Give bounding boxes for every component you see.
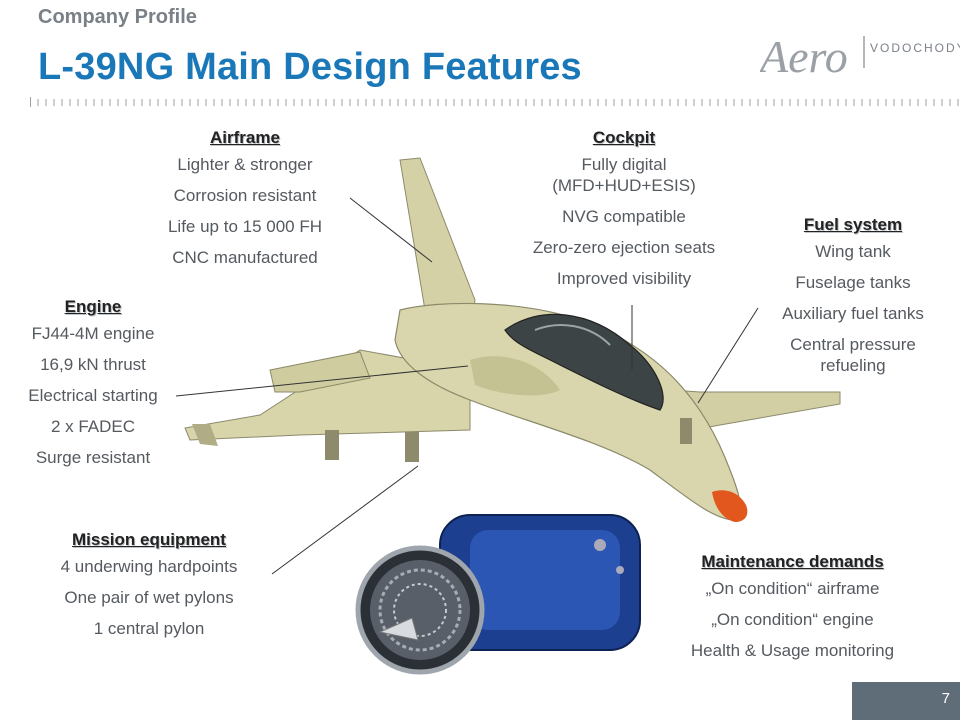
feature-item: Fully digital (MFD+HUD+ESIS) <box>552 155 696 195</box>
fj44-engine-illustration <box>355 514 641 675</box>
feature-item: „On condition“ airframe <box>705 579 880 598</box>
mission-heading: Mission equipment <box>72 530 226 549</box>
feature-item: Electrical starting <box>28 386 158 405</box>
feature-item: One pair of wet pylons <box>64 588 234 607</box>
kicker-text: Company Profile <box>38 6 197 28</box>
maintenance-heading: Maintenance demands <box>701 552 884 571</box>
feature-item: 2 x FADEC <box>50 417 136 436</box>
feature-item: Surge resistant <box>35 448 151 467</box>
feature-item: 1 central pylon <box>93 619 205 638</box>
fuel-heading: Fuel system <box>803 215 903 234</box>
feature-cockpit: Cockpit Fully digital (MFD+HUD+ESIS) NVG … <box>500 128 748 299</box>
feature-item: Life up to 15 000 FH <box>167 217 323 236</box>
feature-item: CNC manufactured <box>172 248 318 267</box>
logo-word: Aero <box>760 31 848 82</box>
l39ng-aircraft-illustration <box>184 157 841 522</box>
feature-item: Auxiliary fuel tanks <box>782 304 924 323</box>
feature-item: Fuselage tanks <box>795 273 911 292</box>
feature-item: Central pressure refueling <box>790 335 916 375</box>
feature-item: Zero-zero ejection seats <box>532 238 716 257</box>
feature-item: „On condition“ engine <box>711 610 874 629</box>
feature-item: 4 underwing hardpoints <box>60 557 238 576</box>
engine-heading: Engine <box>64 297 122 316</box>
feature-item: NVG compatible <box>562 207 686 226</box>
feature-item: Improved visibility <box>556 269 692 288</box>
feature-item: Lighter & stronger <box>177 155 313 174</box>
airframe-heading: Airframe <box>210 128 280 147</box>
feature-item: Health & Usage monitoring <box>690 641 895 660</box>
cockpit-heading: Cockpit <box>592 128 656 147</box>
page-title: L-39NG Main Design Features <box>38 46 582 88</box>
header-ruler-divider <box>30 97 959 107</box>
leader-lines <box>175 197 759 575</box>
feature-item: Corrosion resistant <box>173 186 317 205</box>
page-number-box <box>852 682 960 720</box>
feature-item: FJ44-4M engine <box>31 324 155 343</box>
feature-maintenance-demands: Maintenance demands „On condition“ airfr… <box>660 552 925 671</box>
logo-mark: Aero VODOCHODY <box>757 31 960 82</box>
feature-item: 16,9 kN thrust <box>40 355 146 374</box>
feature-item: Wing tank <box>815 242 891 261</box>
page-number: 7 <box>941 690 950 707</box>
logo-text: VODOCHODY <box>870 41 960 55</box>
feature-mission-equipment: Mission equipment 4 underwing hardpoints… <box>24 530 274 649</box>
aero-vodochody-logo: Aero VODOCHODY <box>757 24 960 84</box>
